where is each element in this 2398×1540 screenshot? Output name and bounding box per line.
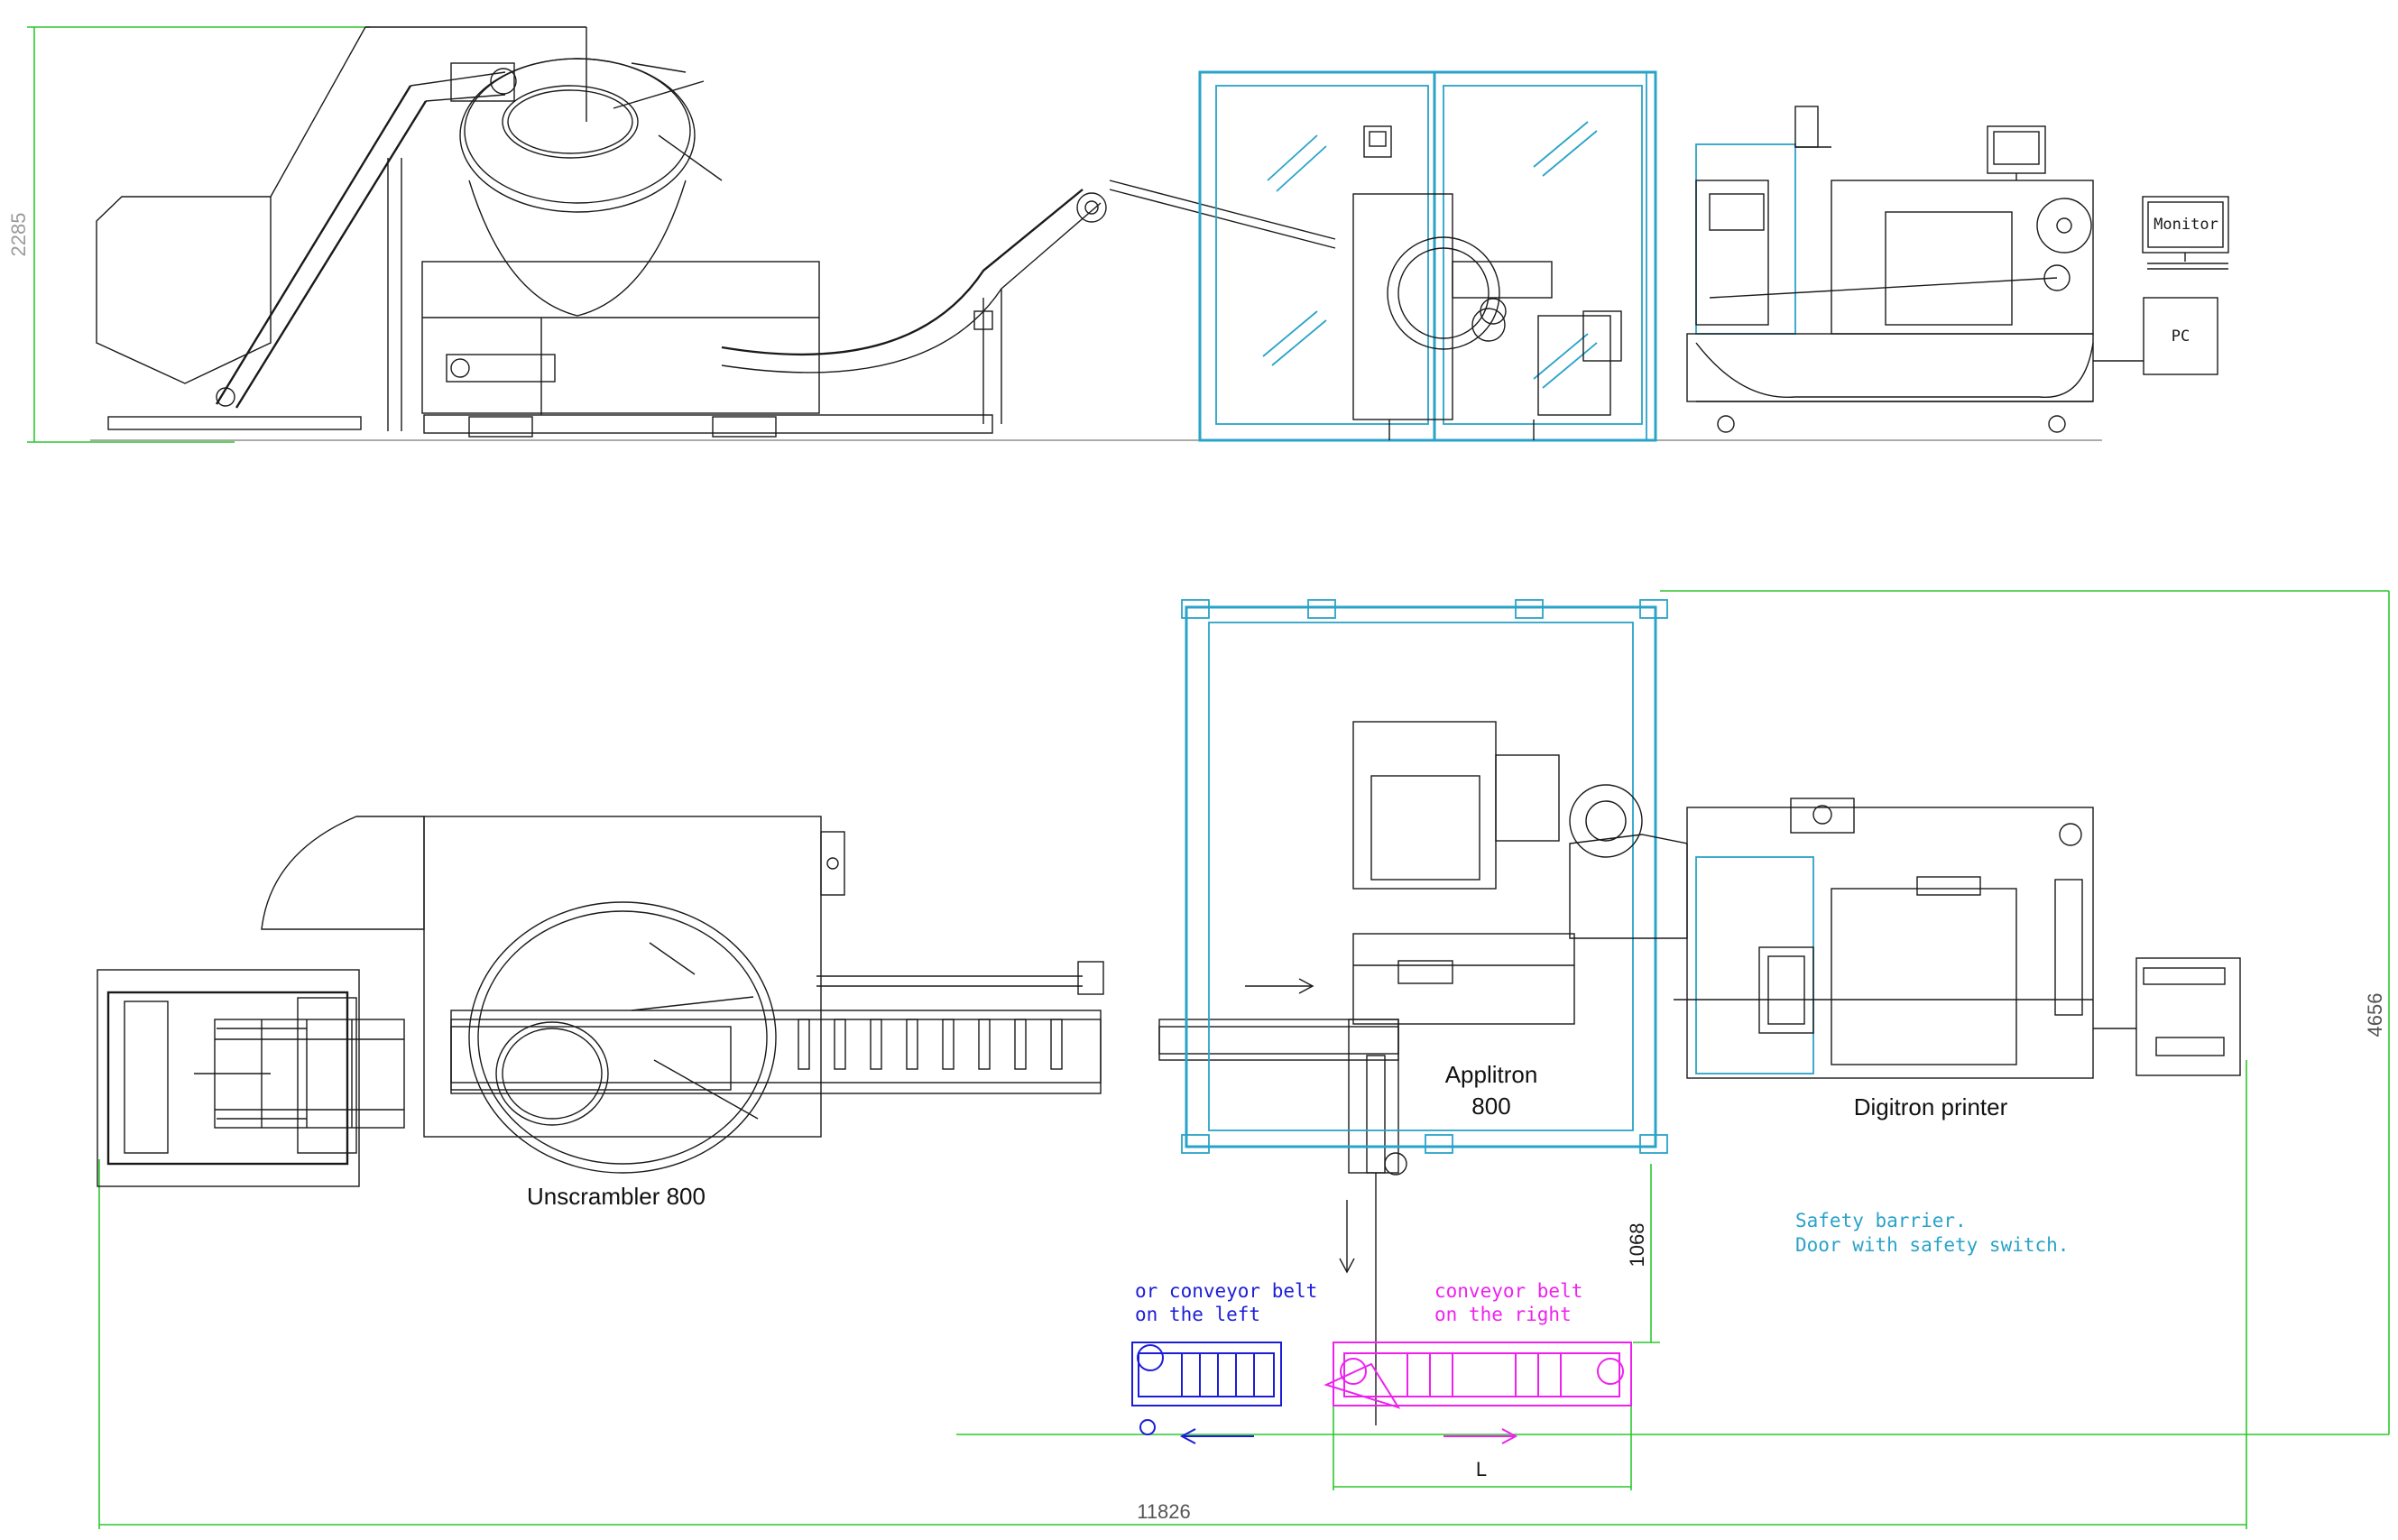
left-belt-note-2: on the left [1135,1304,1260,1325]
pc-icon [2143,297,2218,375]
dimension-belt-length: L [1476,1458,1487,1480]
monitor-pc-side: Monitor PC [2093,196,2229,375]
side-elevation: 2285 [7,26,2229,443]
linear-conveyor-plan [450,961,1407,1425]
dimension-total-value: 11826 [1137,1500,1191,1523]
printer-plan [1674,798,2094,1079]
dimension-height: 2285 [7,26,370,443]
monitor-label: Monitor [2154,216,2218,234]
left-belt-note-1: or conveyor belt [1135,1280,1317,1302]
right-belt-note-1: conveyor belt [1434,1280,1582,1302]
unscrambler-plan [97,816,845,1187]
applitron-label-1: Applitron [1445,1061,1538,1088]
safety-barrier-plan [1181,599,1668,1154]
printer-label: Digitron printer [1854,1093,2008,1120]
dimension-outfeed-value: 1068 [1626,1223,1648,1268]
unscrambler-hopper-side [96,26,587,431]
unscrambler-bowl-side [421,58,993,438]
right-belt-note-2: on the right [1434,1304,1572,1325]
safety-note-2: Door with safety switch. [1795,1234,2069,1256]
applitron-side [1352,125,1622,440]
conveyor-option-left [1131,1342,1282,1444]
dimension-depth-value: 4656 [2364,993,2386,1037]
applitron-plan [1352,721,1688,1025]
monitor-pc-plan [2093,957,2241,1076]
flow-arrows [1245,978,1355,1274]
plan-view: 4656 11826 1068 L [97,590,2390,1529]
conveyor-option-right [1324,1342,1632,1444]
pc-label: PC [2172,327,2190,346]
curved-conveyor-side [721,180,1336,424]
safety-barrier-side [1198,70,1657,442]
dimension-height-value: 2285 [7,213,30,257]
applitron-label-2: 800 [1471,1093,1510,1120]
printer-side [1686,106,2094,433]
dimension-lines: 4656 11826 1068 L [98,590,2390,1529]
safety-note-1: Safety barrier. [1795,1210,1967,1231]
unscrambler-label: Unscrambler 800 [527,1183,706,1210]
